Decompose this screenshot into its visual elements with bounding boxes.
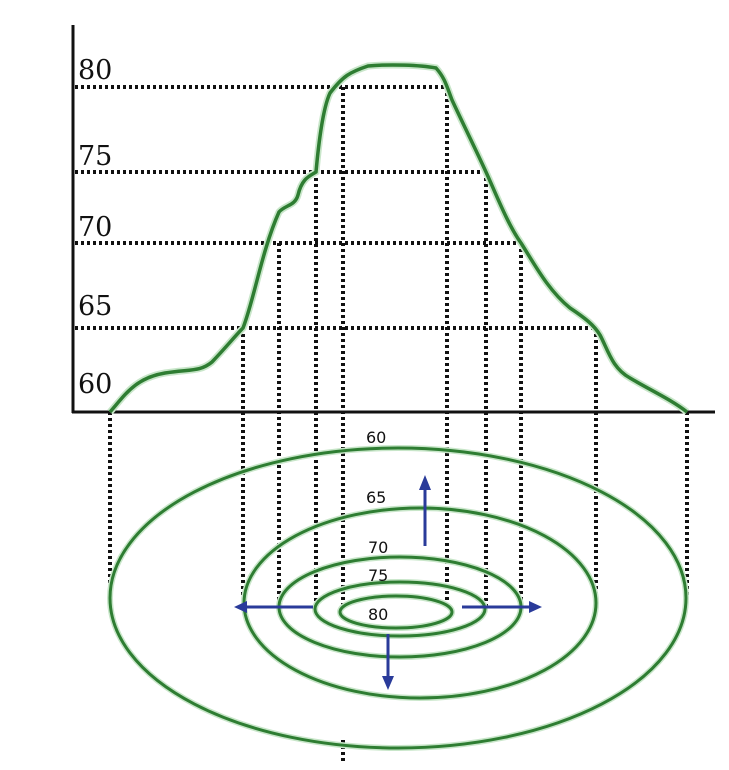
profile-axes	[71, 25, 715, 414]
contour-label-80: 80	[368, 605, 388, 624]
contour-line-60	[108, 446, 688, 750]
projection-guides	[108, 87, 689, 762]
elevation-label-60: 60	[78, 369, 112, 400]
elevation-label-80: 80	[78, 55, 112, 86]
arrow-left-icon	[234, 601, 313, 613]
contour-map	[107, 445, 689, 751]
arrow-up-icon	[419, 475, 431, 546]
elevation-label-70: 70	[78, 212, 112, 243]
profile-line	[108, 63, 689, 414]
contour-line-65	[242, 506, 598, 700]
contour-label-70: 70	[368, 538, 388, 557]
elevation-label-65: 65	[78, 291, 112, 322]
slope-arrows	[234, 475, 542, 690]
elevation-label-75: 75	[78, 141, 112, 172]
arrow-down-icon	[382, 634, 394, 690]
elevation-guides	[75, 85, 597, 330]
contour-line-75	[313, 580, 487, 638]
contour-label-60: 60	[366, 428, 386, 447]
contour-label-75: 75	[368, 566, 388, 585]
arrow-right-icon	[462, 601, 542, 613]
contour-line-80	[338, 594, 454, 630]
terrain-profile	[107, 61, 690, 415]
contour-label-65: 65	[366, 488, 386, 507]
